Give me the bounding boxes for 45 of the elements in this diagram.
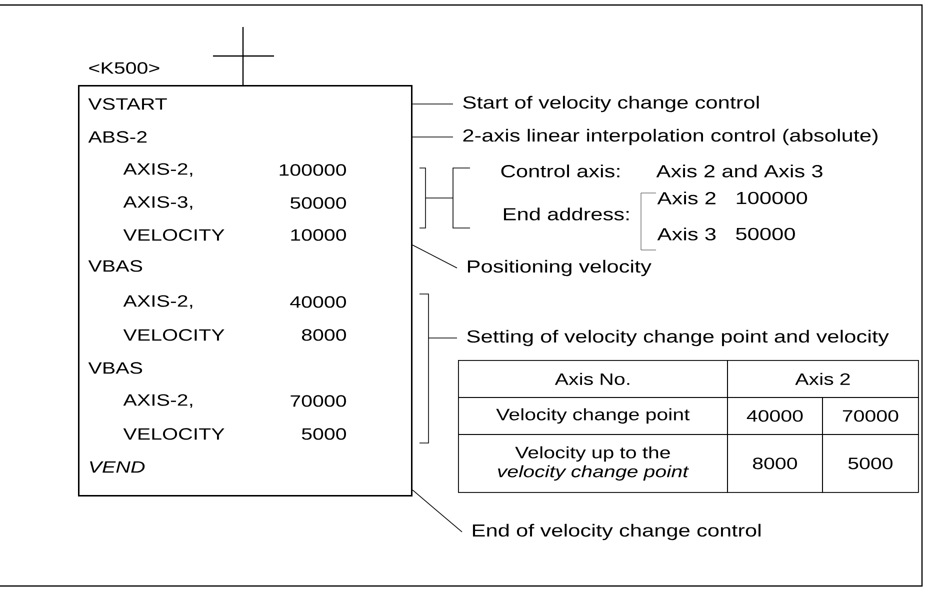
annotation-text: Axis 2 and Axis 3 <box>656 164 822 178</box>
instruction-text: VEND <box>90 461 145 473</box>
value-text: 10000 <box>291 229 346 241</box>
instruction-text: AXIS-2, <box>123 394 192 408</box>
instruction-text: VELOCITY <box>123 229 224 241</box>
annotation-text: 100000 <box>736 192 808 204</box>
annotation-text: 2-axis linear interpolation control (absolute) <box>463 128 878 146</box>
instruction-text: VELOCITY <box>123 329 224 341</box>
annotation-text: Setting of velocity change point and velocity <box>467 330 889 346</box>
instruction-text: VBAS <box>88 362 142 374</box>
table-cell: Axis No. <box>458 360 728 398</box>
instruction-text: AXIS-2, <box>123 295 192 309</box>
instruction-text: VELOCITY <box>123 428 224 440</box>
value-text: 5000 <box>302 428 346 440</box>
table-cell: 5000 <box>822 434 919 493</box>
annotation-text: Start of velocity change control <box>463 96 759 112</box>
annotation-text: Axis 2 <box>657 192 716 204</box>
instruction-text: ABS-2 <box>88 131 147 143</box>
value-text: 40000 <box>290 296 346 308</box>
table-cell: 70000 <box>822 397 919 435</box>
annotation-text: Positioning velocity <box>468 260 652 276</box>
table-cell: Axis 2 <box>727 360 919 398</box>
instruction-text: VSTART <box>88 98 167 110</box>
annotation-text: Axis 3 <box>657 228 716 240</box>
value-text: 50000 <box>290 197 346 209</box>
table-cell: 8000 <box>727 434 823 493</box>
annotation-text: End of velocity change control <box>472 524 760 540</box>
instruction-text: VBAS <box>88 260 142 272</box>
leader-line <box>412 244 458 268</box>
leader-line <box>412 136 454 138</box>
value-text: 70000 <box>290 395 346 407</box>
table-cell: 40000 <box>727 397 823 435</box>
annotation-text: 50000 <box>736 228 795 240</box>
instruction-text: AXIS-2, <box>123 163 192 177</box>
leader-line <box>419 294 458 444</box>
table-cell: Velocity change point <box>458 397 728 435</box>
instruction-text: AXIS-3, <box>123 196 192 210</box>
value-text: 8000 <box>302 329 346 341</box>
annotation-text: Control axis: <box>501 164 620 178</box>
annotation-text: End address: <box>504 208 629 220</box>
leader-line <box>419 168 454 228</box>
value-text: 100000 <box>280 164 346 176</box>
table-cell: Velocity up to the velocity change point <box>458 434 728 493</box>
leader-line <box>412 490 462 532</box>
program-label: <K500> <box>89 62 160 74</box>
